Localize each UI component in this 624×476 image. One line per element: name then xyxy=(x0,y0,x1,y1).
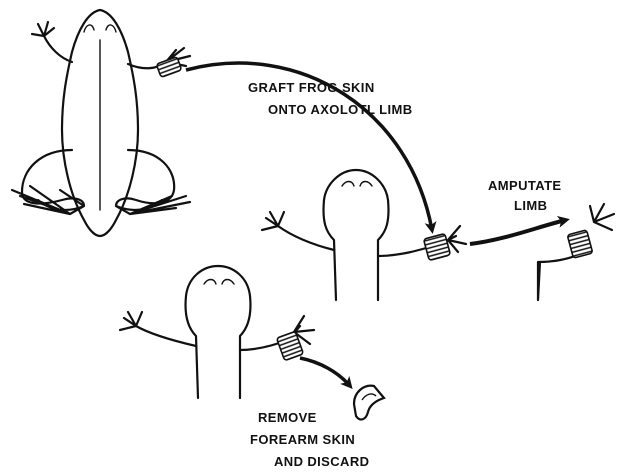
frog-right-leg xyxy=(116,150,190,214)
frog-left-arm xyxy=(32,22,72,62)
axolotl-amputated-illustration xyxy=(538,204,614,300)
frog-eye-right xyxy=(106,25,116,32)
amputated-hand xyxy=(590,204,614,230)
amputate-label-line2: LIMB xyxy=(514,198,547,214)
graft-label-line2: ONTO AXOLOTL LIMB xyxy=(268,102,413,118)
frog-left-leg xyxy=(12,150,84,214)
axolotl-removal-body xyxy=(185,266,250,398)
graft-label-line1: GRAFT FROG SKIN xyxy=(248,80,375,96)
amputated-limb-patch xyxy=(567,230,593,258)
axolotl-removal-illustration xyxy=(120,266,314,398)
remove-arrow xyxy=(300,358,350,386)
axolotl-removal-left-arm xyxy=(120,312,196,346)
amputate-label-line1: AMPUTATE xyxy=(488,178,562,194)
axolotl-graft-patch xyxy=(424,234,451,261)
frog-illustration xyxy=(12,10,190,236)
axolotl-graft-illustration xyxy=(262,170,466,300)
axolotl-removal-eyes xyxy=(204,280,234,285)
discarded-skin-cuff xyxy=(354,386,384,420)
axolotl-removal-right-arm xyxy=(240,316,314,350)
amputate-arrow xyxy=(470,220,566,244)
axolotl-amputated-stub xyxy=(538,250,588,300)
remove-label-line1: REMOVE xyxy=(258,410,317,426)
frog-eye-left xyxy=(84,25,94,32)
frog-skin-patch xyxy=(156,57,181,78)
axolotl-graft-body xyxy=(323,170,388,300)
axolotl-graft-eyes xyxy=(342,182,372,187)
remove-label-line3: AND DISCARD xyxy=(274,454,369,470)
remove-label-line2: FOREARM SKIN xyxy=(250,432,355,448)
axolotl-graft-right-arm xyxy=(378,226,466,256)
